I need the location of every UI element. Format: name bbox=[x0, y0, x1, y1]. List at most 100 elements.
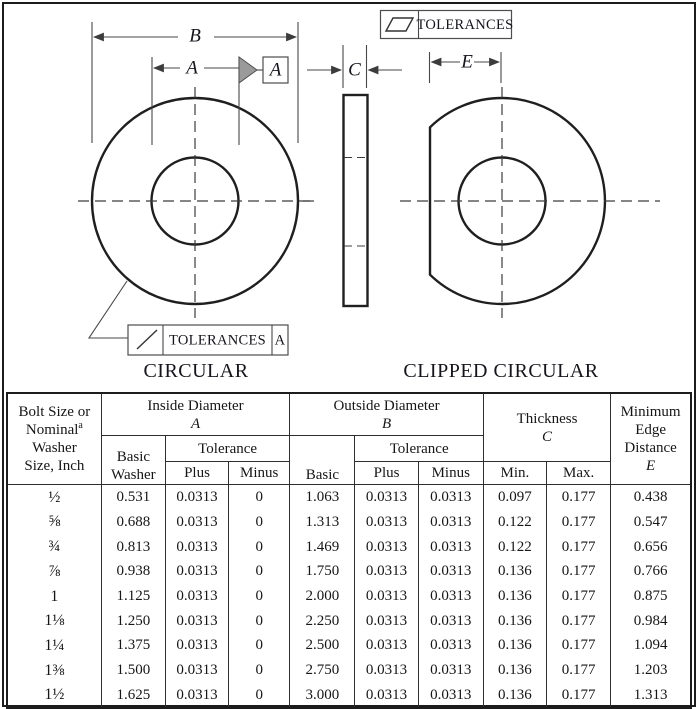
thickness-letter: C bbox=[542, 428, 553, 445]
cell-size: ⅞ bbox=[6, 559, 102, 584]
cell-t-max: 0.177 bbox=[546, 484, 612, 510]
side-view: C bbox=[303, 45, 402, 308]
outside-diameter-letter: B bbox=[381, 415, 392, 432]
cell-od-minus: 0.0313 bbox=[417, 608, 484, 634]
caption-clipped-circular: CLIPPED CIRCULAR bbox=[403, 360, 598, 382]
cell-od-basic: 1.750 bbox=[289, 559, 356, 584]
bolt-size-line4: Size, Inch bbox=[24, 458, 85, 474]
fcf-top: TOLERANCES bbox=[379, 9, 514, 40]
circular-washer-view: B A A TOLERANCES bbox=[78, 22, 313, 382]
datum-flag-box bbox=[262, 56, 289, 84]
cell-od-plus: 0.0313 bbox=[354, 608, 419, 634]
cell-size: ½ bbox=[6, 484, 102, 510]
inside-diameter-letter: A bbox=[190, 415, 201, 432]
header-minus-outside: Minus bbox=[417, 461, 484, 485]
cell-od-basic: 2.250 bbox=[289, 608, 356, 634]
header-thickness-min: Min. bbox=[482, 461, 548, 485]
dim-label-c: C bbox=[348, 59, 361, 80]
leader-line bbox=[87, 280, 128, 339]
header-thickness: Thickness C bbox=[482, 392, 612, 462]
cell-od-plus: 0.0313 bbox=[354, 633, 419, 658]
cell-size: 1½ bbox=[6, 682, 102, 709]
cell-size: ¾ bbox=[6, 534, 102, 560]
cell-t-min: 0.122 bbox=[482, 509, 548, 535]
cell-id-minus: 0 bbox=[228, 682, 291, 709]
flatness-symbol-icon bbox=[384, 17, 415, 32]
cell-id-minus: 0 bbox=[228, 608, 291, 634]
cell-od-basic: 3.000 bbox=[289, 682, 356, 709]
cell-od-plus: 0.0313 bbox=[354, 682, 419, 709]
cell-t-max: 0.177 bbox=[546, 534, 612, 560]
header-basic-outside: Basic bbox=[289, 435, 356, 485]
dim-label-b: B bbox=[189, 25, 201, 46]
cell-od-basic: 2.000 bbox=[289, 583, 356, 609]
fcf-bottom-datum: A bbox=[275, 332, 286, 348]
header-thickness-max: Max. bbox=[546, 461, 612, 485]
cell-od-minus: 0.0313 bbox=[417, 657, 484, 683]
washer-technical-drawing: B A A TOLERANCES bbox=[78, 9, 660, 382]
header-min-edge-distance: Minimum Edge Distance E bbox=[610, 392, 692, 485]
cell-od-minus: 0.0313 bbox=[417, 534, 484, 560]
cell-od-minus: 0.0313 bbox=[417, 559, 484, 584]
bolt-size-line2: Nominal bbox=[25, 422, 79, 438]
cell-id-basic: 0.688 bbox=[100, 509, 166, 535]
cell-id-basic: 1.500 bbox=[100, 657, 166, 683]
cell-t-max: 0.177 bbox=[546, 509, 612, 535]
inside-diameter-title: Inside Diameter bbox=[147, 397, 244, 414]
cell-id-plus: 0.0313 bbox=[164, 534, 230, 560]
cell-od-minus: 0.0313 bbox=[417, 484, 484, 510]
cell-od-plus: 0.0313 bbox=[354, 559, 419, 584]
header-outside-diameter: Outside Diameter B bbox=[289, 392, 484, 436]
surface-tolerance-icon bbox=[136, 329, 158, 350]
cell-od-basic: 1.313 bbox=[289, 509, 356, 535]
cell-edge: 1.203 bbox=[610, 657, 692, 683]
edge-letter: E bbox=[646, 458, 656, 474]
cell-t-min: 0.136 bbox=[482, 583, 548, 609]
cell-id-minus: 0 bbox=[228, 509, 291, 535]
edge-line2: Edge bbox=[635, 422, 667, 438]
cell-t-max: 0.177 bbox=[546, 682, 612, 709]
cell-t-min: 0.122 bbox=[482, 534, 548, 560]
cell-edge: 0.656 bbox=[610, 534, 692, 560]
cell-id-minus: 0 bbox=[228, 559, 291, 584]
dim-label-a: A bbox=[184, 57, 198, 78]
cell-id-basic: 1.625 bbox=[100, 682, 166, 709]
cell-od-minus: 0.0313 bbox=[417, 633, 484, 658]
fcf-top-text: TOLERANCES bbox=[417, 17, 514, 33]
cell-id-minus: 0 bbox=[228, 583, 291, 609]
cell-id-basic: 1.250 bbox=[100, 608, 166, 634]
cell-t-min: 0.136 bbox=[482, 608, 548, 634]
cell-size: 1¼ bbox=[6, 633, 102, 658]
clipped-outer-profile bbox=[428, 96, 607, 306]
bolt-size-line1: Bolt Size or bbox=[18, 404, 91, 420]
footnote-marker: a bbox=[78, 420, 83, 431]
cell-id-basic: 1.375 bbox=[100, 633, 166, 658]
cell-edge: 0.547 bbox=[610, 509, 692, 535]
cell-od-minus: 0.0313 bbox=[417, 509, 484, 535]
cell-t-min: 0.136 bbox=[482, 633, 548, 658]
cell-edge: 0.875 bbox=[610, 583, 692, 609]
cell-id-plus: 0.0313 bbox=[164, 633, 230, 658]
cell-id-basic: 0.813 bbox=[100, 534, 166, 560]
cell-t-max: 0.177 bbox=[546, 633, 612, 658]
cell-id-plus: 0.0313 bbox=[164, 559, 230, 584]
header-bolt-size: Bolt Size or Nominala Washer Size, Inch bbox=[6, 392, 102, 485]
dimension-e: E bbox=[428, 51, 502, 83]
dimension-b: B bbox=[91, 22, 299, 143]
outside-diameter-title: Outside Diameter bbox=[333, 397, 440, 414]
clipped-circular-washer-view: E CLIPPED CIRCULAR bbox=[400, 51, 660, 382]
cell-od-minus: 0.0313 bbox=[417, 682, 484, 709]
cell-size: 1 bbox=[6, 583, 102, 609]
cell-edge: 1.094 bbox=[610, 633, 692, 658]
cell-edge: 1.313 bbox=[610, 682, 692, 709]
header-plus-inside: Plus bbox=[164, 461, 230, 485]
cell-t-min: 0.097 bbox=[482, 484, 548, 510]
